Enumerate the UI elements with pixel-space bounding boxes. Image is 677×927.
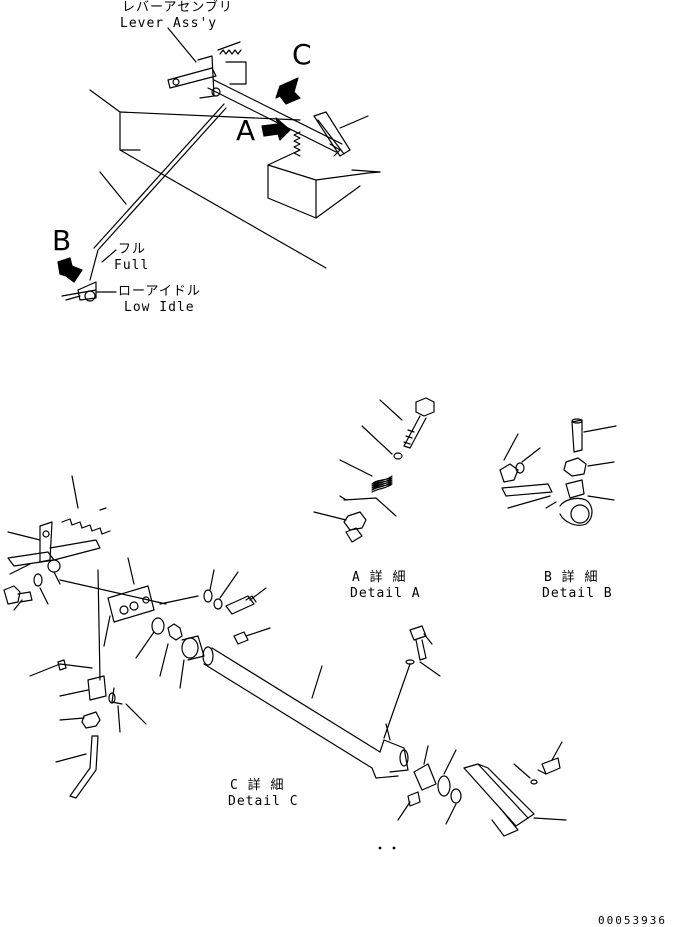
lever-assy-label-en: Lever Ass'y xyxy=(120,16,218,31)
view-b-marker: B xyxy=(52,224,72,257)
view-c-marker: C xyxy=(292,38,312,71)
detail-c-illustration xyxy=(4,476,566,836)
detail-a-caption-en: Detail A xyxy=(350,586,421,601)
low-idle-label-jp: ローアイドル xyxy=(118,284,201,299)
overview-illustration xyxy=(58,28,380,301)
detail-b-caption-en: Detail B xyxy=(542,586,613,601)
detail-b-caption-jp: B 詳 細 xyxy=(544,570,599,585)
full-label-jp: フル xyxy=(118,242,147,257)
full-label-en: Full xyxy=(114,258,150,273)
detail-c-caption-jp: C 詳 細 xyxy=(230,778,285,793)
detail-b-illustration xyxy=(500,419,616,525)
detail-c-caption-en: Detail C xyxy=(228,794,299,809)
low-idle-label-en: Low Idle xyxy=(124,300,195,315)
arrow-c-icon xyxy=(276,78,300,104)
detail-a-caption-jp: A 詳 細 xyxy=(352,570,407,585)
detail-a-illustration xyxy=(314,398,434,542)
arrow-b-icon xyxy=(58,258,82,282)
arrow-a-icon xyxy=(262,118,290,140)
lever-assy-label-jp: レバーアセンブリ xyxy=(122,0,233,15)
document-number: 00053936 xyxy=(598,914,667,927)
view-a-marker: A xyxy=(236,114,256,147)
